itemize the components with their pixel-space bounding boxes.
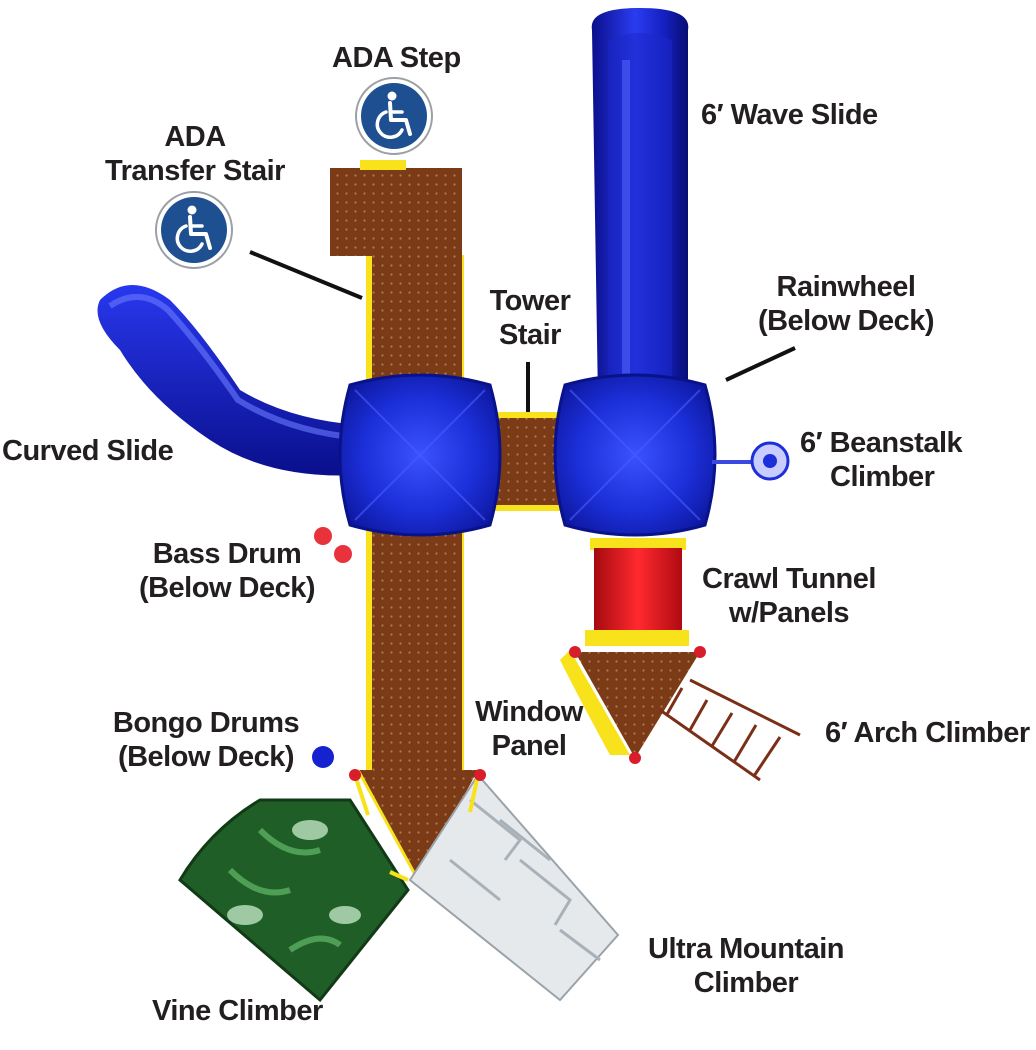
arch-climber: [659, 678, 801, 782]
label-wave-slide: 6′ Wave Slide: [701, 98, 878, 132]
label-text: Vine Climber: [152, 995, 323, 1027]
label-crawl-tunnel: Crawl Tunnel w/Panels: [693, 562, 885, 630]
label-rainwheel: Rainwheel (Below Deck): [753, 270, 939, 338]
wheelchair-accessibility-icon: [155, 191, 233, 269]
triangle-deck: [560, 646, 706, 764]
left-roof: [338, 373, 502, 537]
label-text: (Below Deck): [757, 305, 935, 337]
label-window-panel: Window Panel: [470, 695, 588, 763]
leader-lines: [249, 250, 796, 412]
label-text: Rainwheel: [776, 271, 916, 303]
right-roof: [553, 373, 717, 537]
bass-drum: [314, 527, 352, 563]
label-curved-slide: Curved Slide: [2, 434, 174, 468]
vine-climber: [178, 769, 424, 1003]
bongo-drums: [312, 746, 334, 768]
label-text: w/Panels: [728, 597, 850, 629]
label-text: Climber: [693, 967, 799, 999]
wave-slide: [591, 8, 689, 400]
label-text: (Below Deck): [138, 572, 316, 604]
label-text: Transfer Stair: [105, 155, 285, 187]
curved-slide: [97, 285, 361, 476]
beanstalk-climber: [712, 441, 790, 481]
label-arch-climber: 6′ Arch Climber: [825, 716, 1030, 750]
label-text: ADA Step: [332, 42, 461, 74]
label-ultra-mountain-climber: Ultra Mountain Climber: [640, 932, 852, 1000]
ultra-mountain-climber: [408, 769, 620, 1002]
label-text: Bongo Drums: [112, 707, 300, 739]
label-text: 6′ Beanstalk: [800, 427, 963, 459]
label-ada-step: ADA Step: [332, 41, 461, 75]
label-text: Panel: [491, 730, 567, 762]
crawl-tunnel: [585, 538, 689, 646]
label-text: Stair: [499, 319, 561, 351]
label-ada-transfer-stair: ADA Transfer Stair: [102, 120, 288, 188]
label-bongo-drums: Bongo Drums (Below Deck): [106, 706, 306, 774]
label-text: Window: [475, 696, 583, 728]
label-text: Curved Slide: [2, 435, 174, 467]
label-text: Climber: [830, 461, 935, 493]
label-text: (Below Deck): [117, 741, 295, 773]
label-text: Bass Drum: [152, 538, 302, 570]
wheelchair-accessibility-icon: [355, 77, 433, 155]
label-beanstalk-climber: 6′ Beanstalk Climber: [800, 426, 963, 494]
label-tower-stair: Tower Stair: [480, 284, 580, 352]
label-text: Ultra Mountain: [648, 933, 845, 965]
label-vine-climber: Vine Climber: [152, 994, 323, 1028]
label-text: ADA: [164, 121, 226, 153]
label-text: Crawl Tunnel: [702, 563, 876, 595]
label-text: Tower: [489, 285, 571, 317]
label-text: 6′ Wave Slide: [701, 99, 878, 131]
label-text: 6′ Arch Climber: [825, 717, 1030, 749]
label-bass-drum: Bass Drum (Below Deck): [130, 537, 324, 605]
